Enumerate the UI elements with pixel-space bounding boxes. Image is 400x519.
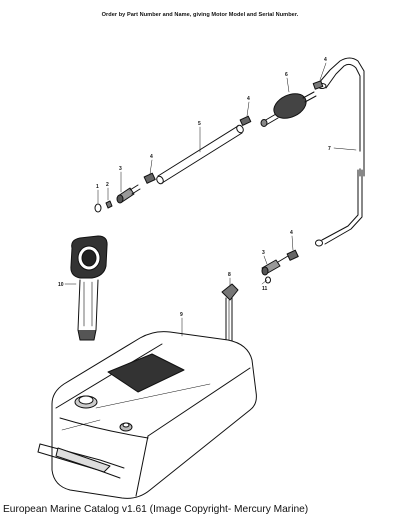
callout-9: 9 [180,312,183,318]
o-ring-and-retainer [94,200,113,213]
callout-numbers: 1 2 3 4 5 4 6 4 7 4 3 8 11 9 10 [58,57,331,318]
callout-4-upper-right: 4 [324,57,327,63]
callout-5: 5 [198,121,201,127]
callout-3-lower: 3 [262,250,265,256]
callout-6: 6 [285,72,288,78]
callout-2: 2 [106,182,109,188]
catalog-caption: European Marine Catalog v1.61 (Image Cop… [3,504,309,515]
hose-clamp-left [143,172,156,184]
hose-clamp-upper-right [312,80,324,90]
callout-10: 10 [58,282,64,288]
fuel-gauge-assembly [70,235,108,341]
fuel-line-hose [315,57,365,247]
primer-bulb [260,91,317,127]
fuel-hose-section [156,124,244,185]
callout-7: 7 [328,146,331,152]
callout-4-lower: 4 [290,230,293,236]
callout-1: 1 [96,184,99,190]
callout-3-upper: 3 [119,166,122,172]
portable-fuel-tank [37,331,257,499]
callout-4-middle: 4 [247,96,250,102]
tank-connector-upper [116,184,141,204]
callout-8: 8 [228,272,231,278]
callout-4-left: 4 [150,154,153,160]
order-instructions: Order by Part Number and Name, giving Mo… [101,12,299,18]
callout-11: 11 [262,286,268,292]
callout-leaders [64,62,357,337]
hose-clamp-middle [239,115,252,126]
tank-connector-lower [261,249,299,284]
